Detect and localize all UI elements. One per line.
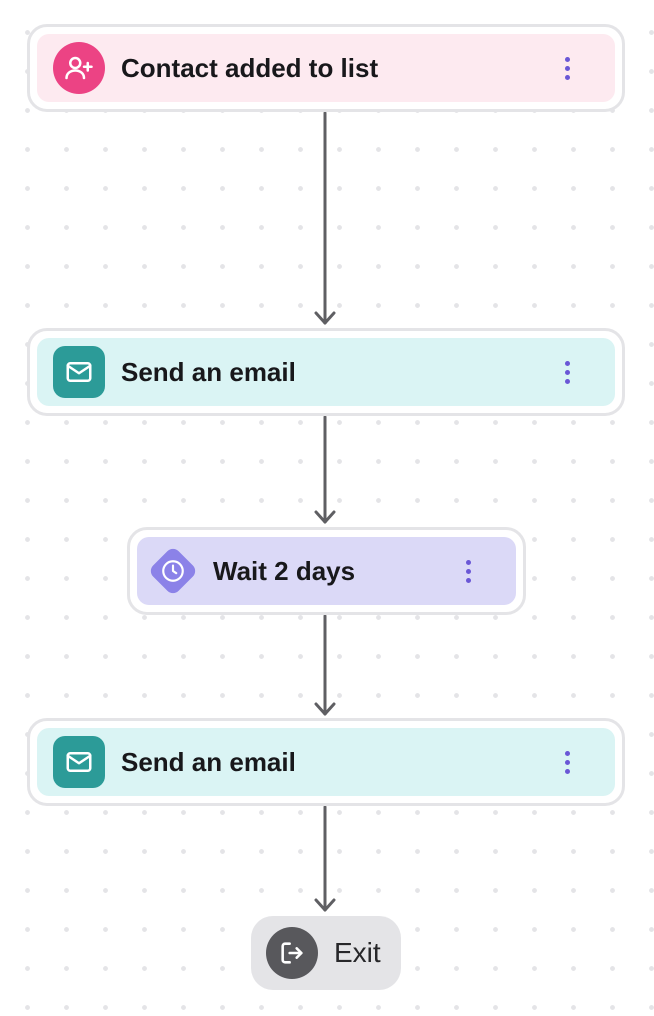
user-plus-icon [53,42,105,94]
trigger-node-label: Contact added to list [121,52,379,83]
menu-dot [564,768,570,774]
menu-dot [564,74,570,80]
trigger-node-menu-button[interactable] [555,48,579,88]
send-email-node-1-label: Send an email [121,356,296,387]
send-email-node-2-menu-button[interactable] [555,742,579,782]
send-email-node-1-body[interactable]: Send an email [37,338,615,406]
mail-icon [53,346,105,398]
wait-node-menu-button[interactable] [456,551,480,591]
menu-dot [465,559,471,565]
menu-dot [564,360,570,366]
menu-dot [564,750,570,756]
menu-dot [564,369,570,375]
send-email-node-1[interactable]: Send an email [27,328,625,416]
wait-node-label: Wait 2 days [213,555,356,586]
trigger-node-body[interactable]: Contact added to list [37,34,615,102]
exit-label: Exit [334,937,381,968]
exit-icon [266,927,318,979]
connector-arrow-1 [314,111,336,325]
wait-node-body[interactable]: Wait 2 days [137,537,516,605]
menu-dot [564,378,570,384]
menu-dot [465,568,471,574]
send-email-node-1-menu-button[interactable] [555,352,579,392]
menu-dot [564,759,570,765]
send-email-node-2[interactable]: Send an email [27,718,625,806]
mail-icon [53,736,105,788]
send-email-node-2-body[interactable]: Send an email [37,728,615,796]
menu-dot [564,56,570,62]
clock-icon [147,545,199,597]
exit-node[interactable]: Exit [251,916,401,990]
trigger-node-contact-added[interactable]: Contact added to list [27,24,625,112]
connector-arrow-4 [314,805,336,912]
menu-dot [564,65,570,71]
connector-arrow-3 [314,614,336,716]
menu-dot [465,577,471,583]
send-email-node-2-label: Send an email [121,746,296,777]
wait-node[interactable]: Wait 2 days [127,527,526,615]
connector-arrow-2 [314,415,336,524]
